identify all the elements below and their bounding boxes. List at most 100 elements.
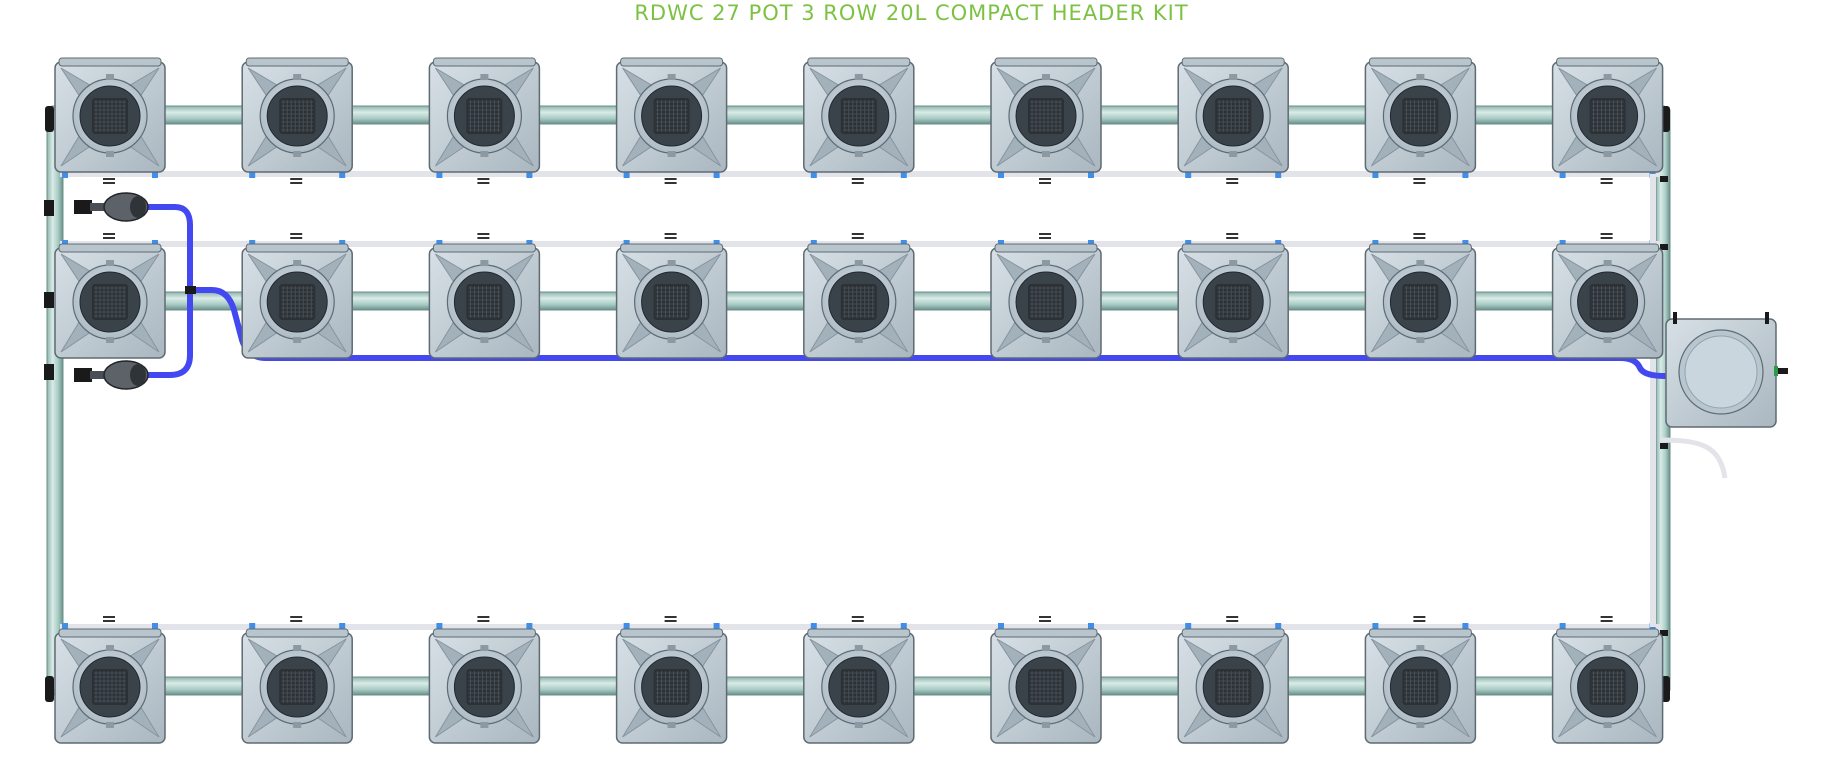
control-bucket-outlet [1776, 368, 1788, 374]
pot-lip [1556, 243, 1660, 253]
return-tick [664, 616, 677, 618]
return-coupling [1088, 623, 1094, 631]
grow-pot-icon [54, 57, 166, 173]
hose-tee [185, 286, 196, 294]
pot-lip [1368, 57, 1472, 67]
net-basket [1589, 284, 1626, 320]
return-tick [851, 237, 864, 239]
control-bucket-icon [1665, 312, 1788, 428]
lid-tab [1603, 645, 1612, 651]
lid-tab [480, 645, 489, 651]
pump-neck [90, 203, 112, 211]
pot-lip [58, 243, 162, 253]
page-title: RDWC 27 POT 3 ROW 20L COMPACT HEADER KIT [634, 1, 1189, 25]
pot-lip [1556, 57, 1660, 67]
pot-lip [245, 243, 349, 253]
return-tick [290, 233, 303, 235]
control-bucket-valve [1774, 366, 1778, 376]
pot-lip [245, 628, 349, 638]
lid-tab [1229, 337, 1238, 343]
lid-tab [667, 645, 676, 651]
lid-tab [1603, 260, 1612, 266]
pump-fitting [74, 200, 92, 214]
return-tick [1413, 620, 1426, 622]
return-tick [1039, 233, 1051, 235]
grow-pot-icon [803, 628, 915, 744]
pot-lip [58, 628, 162, 638]
return-tick [1039, 178, 1051, 180]
pump-cap [130, 364, 146, 386]
grow-pot-icon [428, 628, 541, 744]
return-coupling [339, 170, 346, 178]
lid-tab [667, 151, 676, 157]
manifold-tee-3 [44, 364, 54, 380]
return-tick [1413, 233, 1426, 235]
return-tick [1600, 233, 1613, 235]
net-basket [466, 98, 503, 134]
net-basket [92, 98, 128, 134]
pot-lip [1368, 243, 1472, 253]
grow-pot-icon [990, 243, 1102, 359]
return-coupling [1462, 170, 1469, 178]
pipe-elbow-1 [45, 106, 54, 132]
lid-tab [854, 260, 863, 266]
return-tick [851, 616, 864, 618]
right-joint-4 [1660, 443, 1668, 449]
return-coupling [623, 170, 630, 178]
return-tick [1226, 616, 1239, 618]
lid-tab [1603, 151, 1612, 157]
return-tick [1039, 616, 1051, 618]
return-coupling [436, 170, 443, 178]
net-basket [279, 284, 316, 320]
lid-tab [1229, 645, 1238, 651]
pot-lip [620, 628, 724, 638]
return-coupling [810, 623, 817, 631]
grow-pot-icon [1177, 57, 1289, 173]
grow-pot-icon [1177, 243, 1289, 359]
grow-pot-icon [1364, 628, 1477, 744]
net-basket [1402, 98, 1439, 134]
return-tick [1039, 182, 1051, 184]
net-basket [1028, 669, 1064, 705]
lid-tab [1416, 260, 1425, 266]
return-tick [1413, 237, 1426, 239]
pot-lip [807, 243, 911, 253]
return-tick [1226, 233, 1239, 235]
return-coupling [249, 170, 256, 178]
net-basket [1589, 669, 1626, 705]
return-tick [290, 178, 303, 180]
lid-tab [1416, 151, 1425, 157]
pot-lip [994, 628, 1098, 638]
return-tick [477, 178, 490, 180]
pump-fitting [74, 368, 92, 382]
net-basket [466, 669, 503, 705]
lid-tab [854, 645, 863, 651]
return-coupling [62, 623, 68, 631]
return-coupling [152, 170, 158, 178]
lid-tab [480, 151, 489, 157]
return-tick [851, 178, 864, 180]
return-coupling [526, 170, 533, 178]
lid-tab [293, 722, 302, 728]
net-basket [840, 98, 877, 134]
return-tick [1600, 616, 1613, 618]
grow-pot-icon [1364, 57, 1477, 173]
lid-tab [293, 260, 302, 266]
lid-tab [1042, 337, 1050, 343]
lid-tab [1603, 337, 1612, 343]
grow-pot-icon [1177, 628, 1289, 744]
grow-pot-icon [1551, 57, 1664, 173]
lid-tab [480, 260, 489, 266]
return-tick [103, 620, 115, 622]
pot-lip [1181, 57, 1285, 67]
grow-pot-icon [803, 57, 915, 173]
return-coupling [1088, 170, 1094, 178]
return-tick [477, 233, 490, 235]
control-bucket-lid-inner [1684, 335, 1758, 409]
control-bucket-fitting [1765, 312, 1769, 324]
return-tick [290, 182, 303, 184]
net-basket [1402, 284, 1439, 320]
return-tick [1600, 237, 1613, 239]
return-coupling [713, 170, 720, 178]
